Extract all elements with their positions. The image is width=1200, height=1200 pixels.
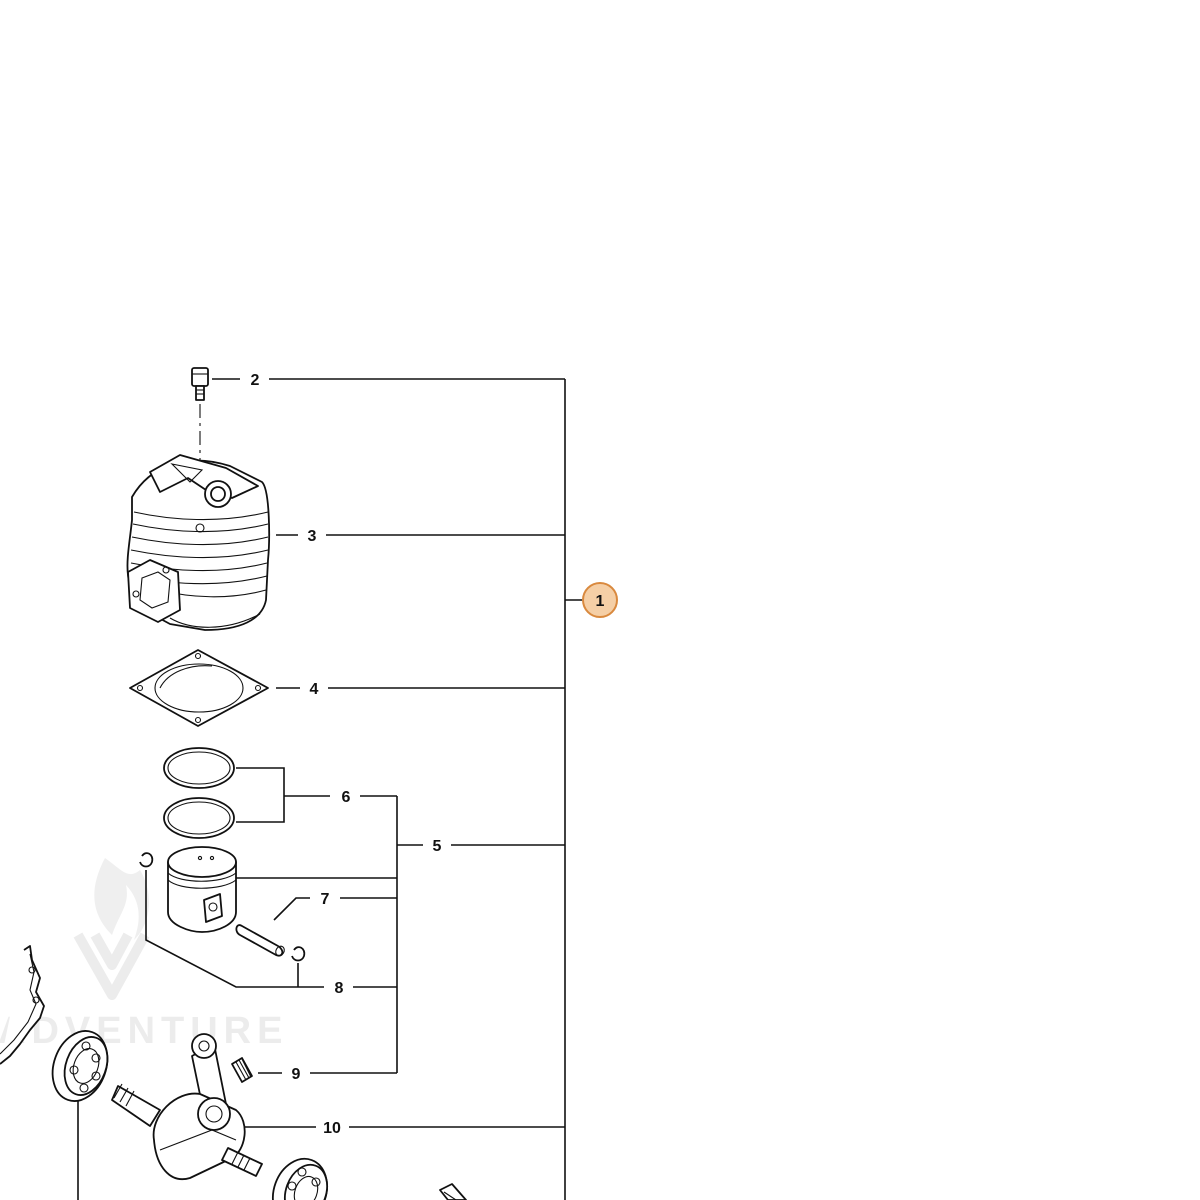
- callout-10: 10: [323, 1120, 341, 1137]
- ball-bearing-left-part-icon: [51, 1030, 109, 1102]
- crankcase-edge-part-icon: [0, 945, 45, 1065]
- callout-8: 8: [335, 980, 344, 997]
- gasket-part-icon: [129, 649, 269, 727]
- watermark-text: ADVENTURE: [0, 1010, 288, 1052]
- callout-labels: 2 3 4 5 6 7 8 9 10: [251, 372, 442, 1137]
- cylinder-part-icon: [126, 454, 270, 631]
- crankshaft-part-icon: [111, 1033, 263, 1181]
- assembly-badge-circle: [582, 582, 618, 618]
- assembly-callout-1[interactable]: 1: [582, 582, 618, 618]
- callout-2: 2: [251, 372, 260, 389]
- piston-pin-part-icon: [235, 924, 285, 957]
- callout-4: 4: [310, 681, 319, 698]
- callout-9: 9: [292, 1066, 301, 1083]
- piston-rings-part-icon: [163, 747, 235, 839]
- assembly-badge-label: 1: [596, 593, 605, 610]
- callout-7: 7: [321, 891, 330, 908]
- ball-bearing-right-part-icon: [272, 1157, 328, 1200]
- circlip-right-part-icon: [291, 946, 306, 962]
- leader-lines: [77, 378, 584, 1200]
- circlip-left-part-icon: [139, 852, 154, 868]
- watermark: ADVENTURE: [0, 858, 288, 1052]
- part-fragment-bottom-icon: [439, 1183, 467, 1200]
- callout-6: 6: [342, 789, 351, 806]
- callout-3: 3: [308, 528, 317, 545]
- callout-5: 5: [433, 838, 442, 855]
- watermark-logo-icon: [73, 858, 150, 1000]
- needle-bearing-part-icon: [231, 1057, 253, 1083]
- screw-part-icon: [191, 367, 209, 520]
- piston-part-icon: [167, 846, 237, 933]
